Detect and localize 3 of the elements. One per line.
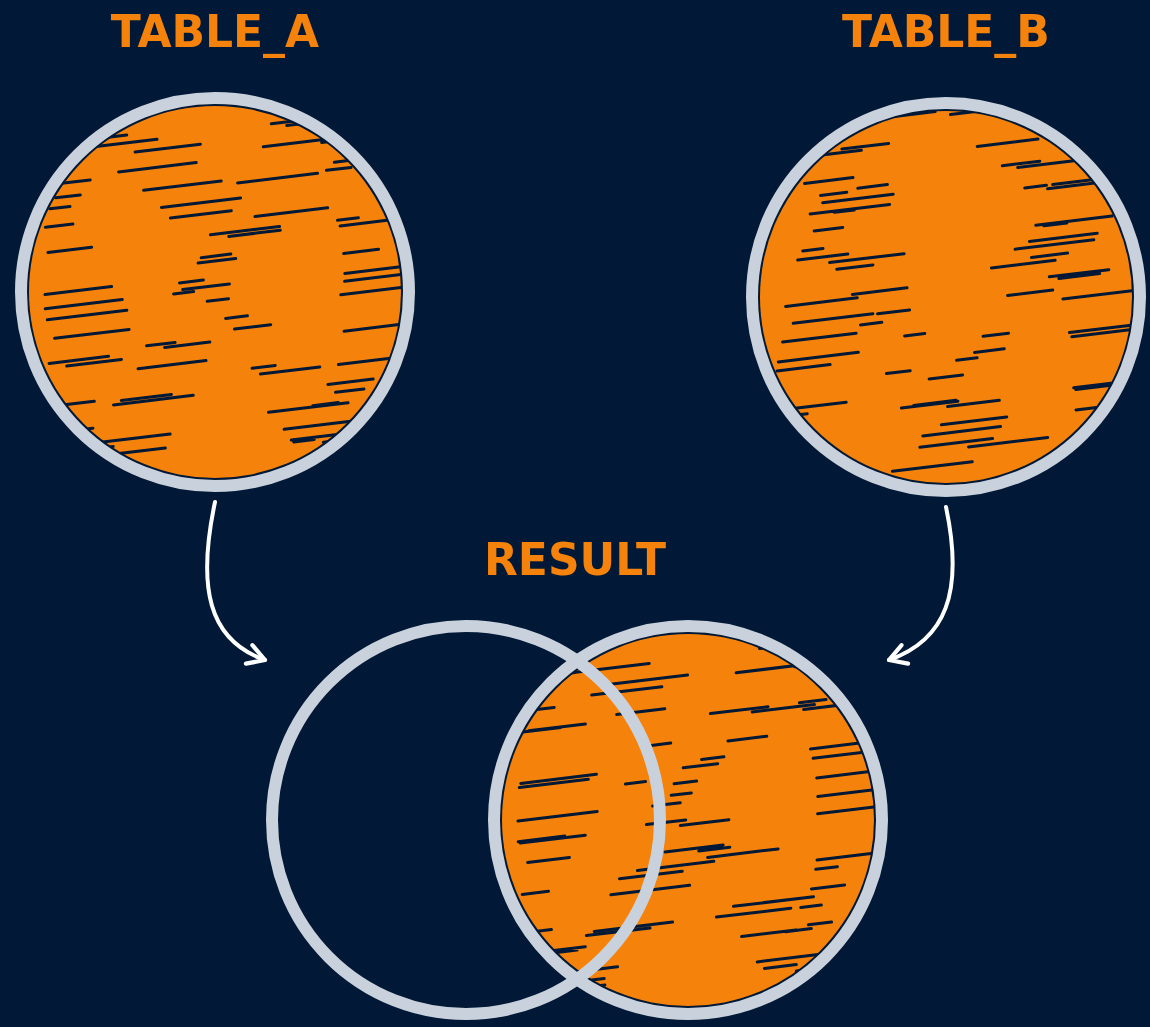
- result-heading: RESULT: [483, 538, 667, 582]
- curved-arrow: [886, 505, 955, 665]
- curved-arrow: [205, 500, 268, 665]
